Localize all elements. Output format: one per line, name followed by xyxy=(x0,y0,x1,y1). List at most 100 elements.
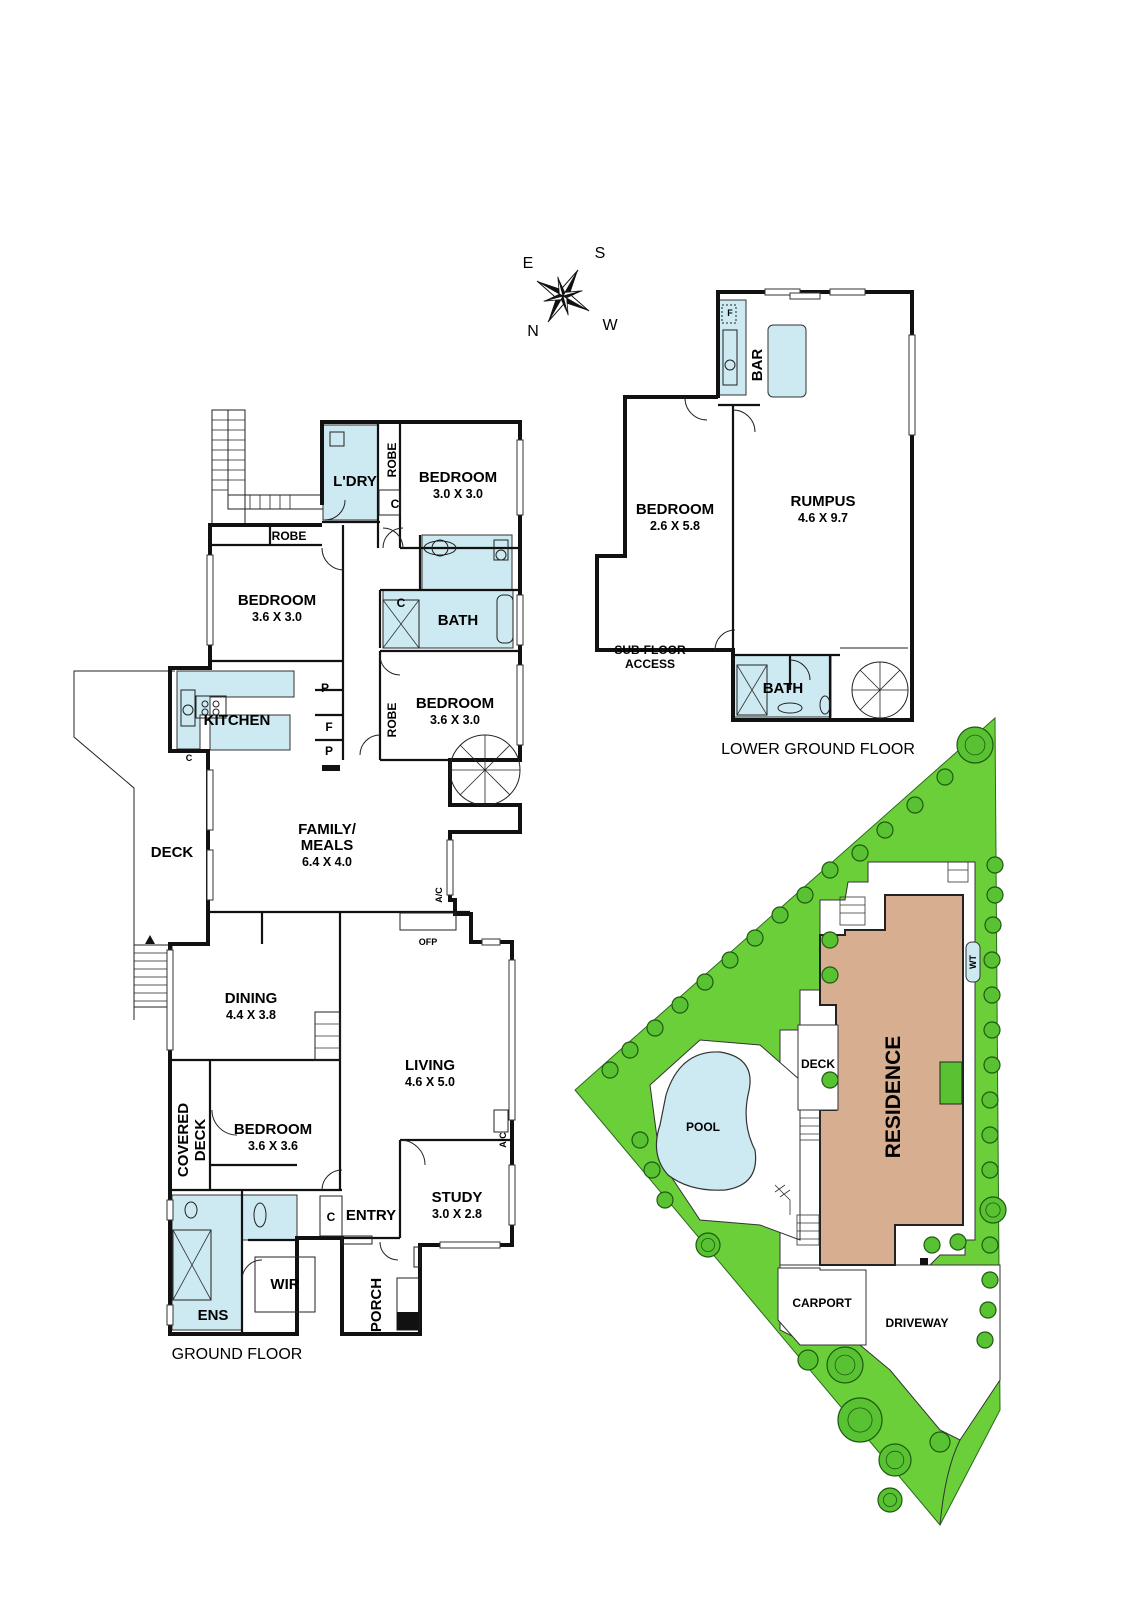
ground-floor-title: GROUND FLOOR xyxy=(172,1346,303,1363)
tree-canopy xyxy=(796,886,814,904)
covered-deck-line1: COVERED xyxy=(175,1103,192,1177)
tree-canopy xyxy=(821,966,839,984)
living-dims: 4.6 X 5.0 xyxy=(405,1075,455,1089)
living-name: LIVING xyxy=(405,1057,455,1074)
tree-canopy-inner xyxy=(985,1202,1001,1218)
bedroom-1-dims: 3.0 X 3.0 xyxy=(433,487,483,501)
room-ensuite: ENS xyxy=(198,1307,229,1324)
tree-canopy xyxy=(979,1196,1007,1224)
tree-canopy xyxy=(983,1056,1001,1074)
tree-canopy xyxy=(746,929,764,947)
dining-name: DINING xyxy=(225,990,278,1007)
compass-n: N xyxy=(527,323,539,340)
tree-canopy xyxy=(976,1331,994,1349)
family-line2: MEALS xyxy=(301,837,354,854)
tree-canopy xyxy=(979,1301,997,1319)
sub-floor-line2: ACCESS xyxy=(625,657,675,671)
tree-canopy xyxy=(643,1161,661,1179)
carport-label: CARPORT xyxy=(792,1296,852,1310)
ground-floor-windows xyxy=(166,439,524,1326)
residence-label: RESIDENCE xyxy=(882,1036,905,1159)
tree-canopy xyxy=(986,886,1004,904)
bedroom-4-dims: 3.6 X 3.6 xyxy=(248,1139,298,1153)
room-entry: ENTRY xyxy=(346,1207,396,1224)
tree-canopy xyxy=(923,1236,941,1254)
lower-ground-floor-plan: F BAR BEDROOM 2.6 X 5.8 RUMPUS 4.6 X 9.7… xyxy=(595,288,916,758)
water-tank-label: WT xyxy=(968,955,978,969)
room-wir: WIR xyxy=(270,1276,299,1293)
tree-canopy xyxy=(695,1232,721,1258)
tree-canopy xyxy=(981,1126,999,1144)
tree-canopy xyxy=(601,1061,619,1079)
tree-canopy xyxy=(981,1271,999,1289)
stair-deck xyxy=(133,935,173,1008)
ground-floor-interior-walls xyxy=(170,422,520,1334)
compass-e: E xyxy=(523,255,534,272)
bedroom-2-dims: 3.6 X 3.0 xyxy=(252,610,302,624)
lower-bath: BATH xyxy=(763,680,804,697)
lower-ground-outer-wall xyxy=(595,290,914,722)
study-name: STUDY xyxy=(432,1189,483,1206)
room-c-c: C xyxy=(186,753,193,763)
tree-canopy xyxy=(631,1131,649,1149)
study-dims: 3.0 X 2.8 xyxy=(432,1207,482,1221)
tree-canopy xyxy=(721,951,739,969)
tree-canopy xyxy=(656,1191,674,1209)
driveway-label: DRIVEWAY xyxy=(886,1316,949,1330)
tree-canopy xyxy=(877,1487,903,1513)
tree-canopy-inner xyxy=(883,1493,898,1508)
ensuite-fill xyxy=(171,1194,243,1331)
tree-canopy xyxy=(936,768,954,786)
tree-canopy xyxy=(906,796,924,814)
bar-counter-fill xyxy=(767,324,807,398)
dining-dims: 4.4 X 3.8 xyxy=(226,1008,276,1022)
room-fridge: F xyxy=(325,720,332,734)
residence-footprint xyxy=(819,894,964,1266)
pool xyxy=(655,1051,757,1191)
tree-canopy xyxy=(949,1233,967,1251)
room-ofp: OFP xyxy=(419,937,438,947)
lower-fridge: F xyxy=(727,308,733,318)
tree-canopy xyxy=(821,1071,839,1089)
room-bath: BATH xyxy=(438,612,479,629)
rumpus-dims: 4.6 X 9.7 xyxy=(798,511,848,525)
rumpus-name: RUMPUS xyxy=(790,493,855,510)
tree-canopy xyxy=(821,861,839,879)
compass-w: W xyxy=(602,317,618,334)
laundry-fill xyxy=(322,424,379,521)
bedroom-1-name: BEDROOM xyxy=(419,469,497,486)
lower-bedroom-name: BEDROOM xyxy=(636,501,714,518)
tree-canopy xyxy=(696,973,714,991)
compass-s: S xyxy=(595,245,606,262)
room-robe-c: ROBE xyxy=(385,703,399,738)
bedroom-4-name: BEDROOM xyxy=(234,1121,312,1138)
ensuite-vanity-fill xyxy=(241,1194,298,1241)
tree-canopy-inner xyxy=(847,1407,873,1433)
tree-canopy xyxy=(981,1161,999,1179)
lower-ground-floor-title: LOWER GROUND FLOOR xyxy=(721,741,915,758)
tree-canopy-inner xyxy=(834,1354,856,1376)
room-ac-a: A/C xyxy=(434,887,444,903)
tree-canopy-inner xyxy=(964,734,986,756)
tree-canopy xyxy=(821,931,839,949)
room-c-d: C xyxy=(327,1210,336,1224)
tree-canopy xyxy=(983,951,1001,969)
family-line1: FAMILY/ xyxy=(298,821,357,838)
bedroom-3-name: BEDROOM xyxy=(416,695,494,712)
room-porch: PORCH xyxy=(368,1278,385,1332)
lower-ground-fixtures xyxy=(721,304,909,719)
site-plan: RESIDENCE DECK WT POOL CARPORT DRIVEWAY xyxy=(574,716,1007,1526)
room-kitchen: KITCHEN xyxy=(204,712,271,729)
room-robe-a: ROBE xyxy=(385,443,399,478)
family-dims: 6.4 X 4.0 xyxy=(302,855,352,869)
room-ac-b: A/C xyxy=(498,1132,508,1148)
spiral-stair-ground xyxy=(449,734,521,806)
tree-canopy xyxy=(826,1346,864,1384)
sub-floor-line1: SUB-FLOOR xyxy=(614,643,686,657)
ground-floor-plan: L'DRY ROBE C BEDROOM 3.0 X 3.0 ROBE BEDR… xyxy=(73,409,524,1363)
tree-canopy xyxy=(797,1349,819,1371)
tree-canopy xyxy=(621,1041,639,1059)
room-robe-b: ROBE xyxy=(272,529,307,543)
lower-bedroom-dims: 2.6 X 5.8 xyxy=(650,519,700,533)
